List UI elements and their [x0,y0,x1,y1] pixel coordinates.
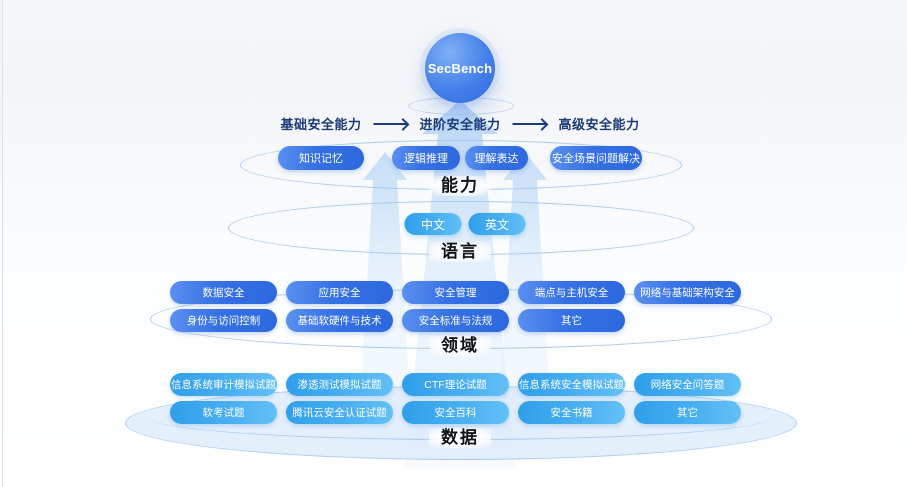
capability-pill: 知识记忆 [278,146,364,170]
layer-label-language: 语言 [429,242,491,262]
data-pill-row-1: 信息系统审计模拟试题 渗透测试模拟试题 CTF理论试题 信息系统安全模拟试题 网… [170,373,741,396]
data-pill: 安全书籍 [518,401,625,424]
right-arrow-icon [512,122,547,125]
data-pill: 安全百科 [402,401,509,424]
page-edge-line [2,0,3,487]
flow-stage-advanced: 高级安全能力 [558,117,640,132]
domain-pill-row-2: 身份与访问控制 基础软硬件与技术 安全标准与法规 其它 [170,309,741,332]
data-pill: 信息系统审计模拟试题 [170,373,277,396]
domain-pill: 网络与基础架构安全 [634,281,741,304]
data-pill: 腾讯云安全认证试题 [286,401,393,424]
capability-pill: 理解表达 [465,146,528,170]
language-pill-row: 中文 英文 [404,213,526,235]
data-pill: 软考试题 [170,401,277,424]
domain-pill: 端点与主机安全 [518,281,625,304]
flow-stage-intermediate: 进阶安全能力 [419,117,501,132]
domain-pill: 身份与访问控制 [170,309,277,332]
capability-flow: 基础安全能力 进阶安全能力 高级安全能力 [280,114,639,133]
capability-pill-row: 知识记忆 逻辑推理 理解表达 安全场景问题解决 [278,146,642,170]
layer-label-capability: 能力 [429,176,491,196]
data-pill: 网络安全问答题 [634,373,741,396]
secbench-label: SecBench [427,60,493,76]
capability-pill: 安全场景问题解决 [550,146,642,170]
right-arrow-icon [373,122,408,125]
domain-pill: 安全管理 [402,281,509,304]
data-pill: 信息系统安全模拟试题 [518,373,625,396]
flow-stage-basic: 基础安全能力 [280,117,362,132]
language-pill: 英文 [468,213,526,235]
data-pill-row-2: 软考试题 腾讯云安全认证试题 安全百科 安全书籍 其它 [170,401,741,424]
data-pill: 渗透测试模拟试题 [286,373,393,396]
domain-pill: 数据安全 [170,281,277,304]
language-pill: 中文 [404,213,462,235]
domain-pill-row-1: 数据安全 应用安全 安全管理 端点与主机安全 网络与基础架构安全 [170,281,741,304]
domain-pill: 基础软硬件与技术 [286,309,393,332]
domain-pill: 其它 [518,309,625,332]
data-pill: 其它 [634,401,741,424]
secbench-badge: SecBench [425,33,495,103]
domain-pill: 应用安全 [286,281,393,304]
data-pill: CTF理论试题 [402,373,509,396]
capability-pill: 逻辑推理 [392,146,460,170]
domain-pill: 安全标准与法规 [402,309,509,332]
layer-label-data: 数据 [429,428,491,448]
layer-label-domain: 领域 [429,336,491,356]
